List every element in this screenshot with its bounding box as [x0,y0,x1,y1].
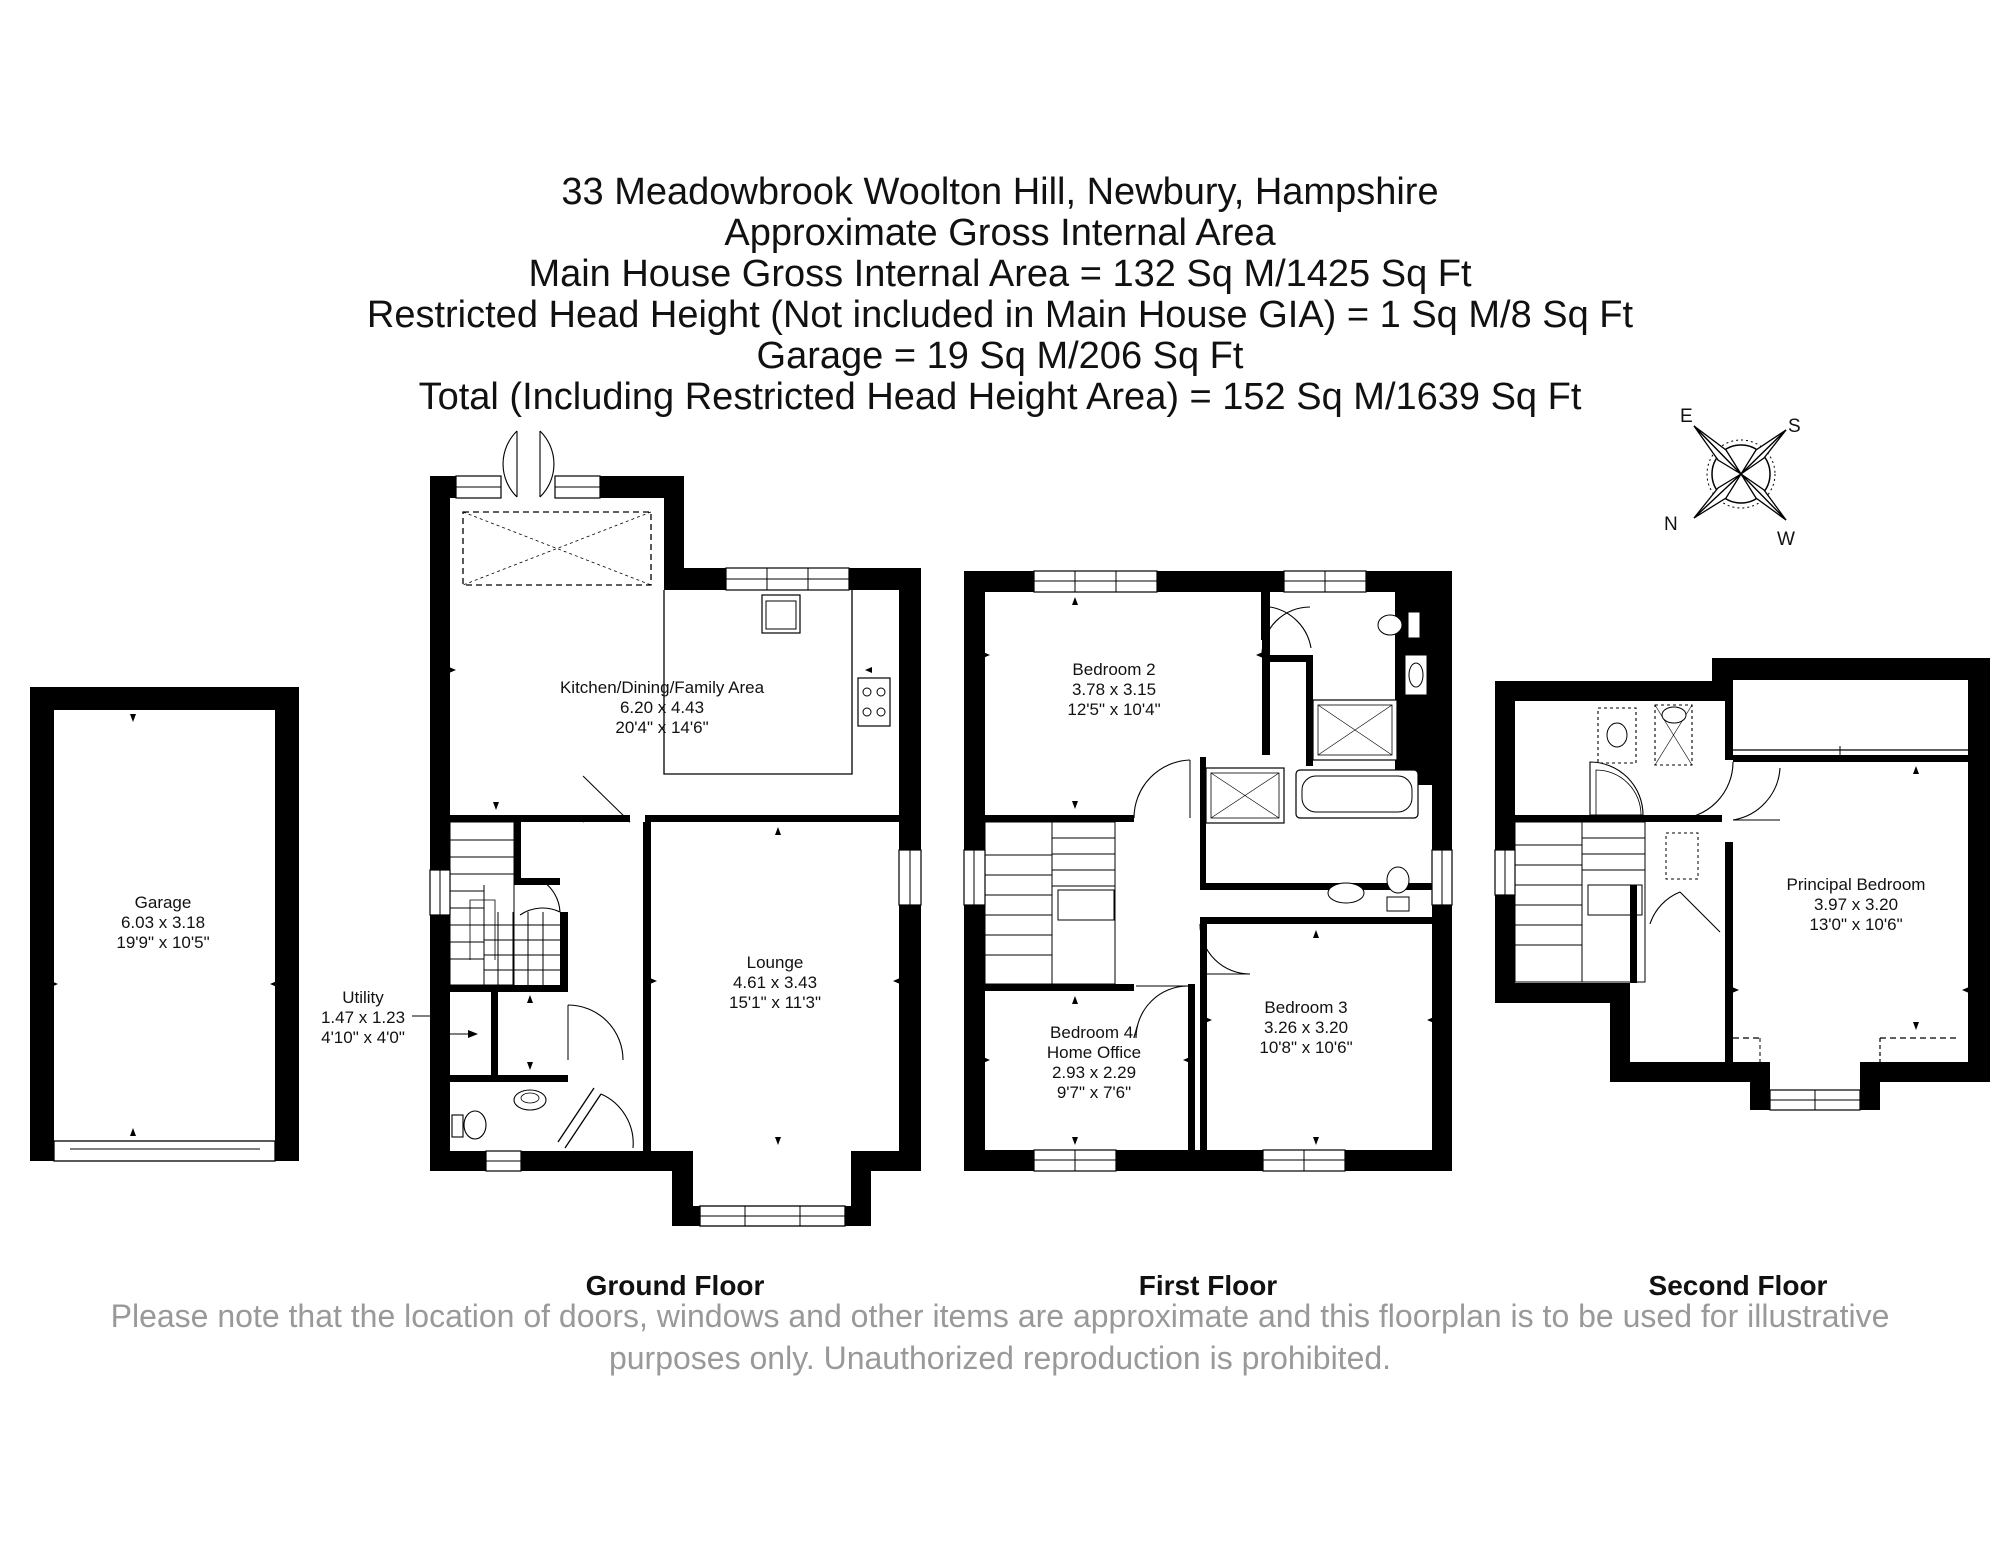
second-floor-label: Second Floor [1648,1270,1828,1301]
room-labels: Garage 6.03 x 3.18 19'9" x 10'5" Utility… [116,660,1925,1102]
bedroom3-metric: 3.26 x 3.20 [1264,1018,1348,1037]
main-house-area: Main House Gross Internal Area = 132 Sq … [528,253,1472,295]
bedroom4-metric: 2.93 x 2.29 [1052,1063,1136,1082]
bedroom4-name-2: Home Office [1047,1043,1141,1062]
compass-south-label: S [1788,416,1801,437]
first-floor-label: First Floor [1138,1270,1278,1301]
ground-floor-plan [412,430,922,1227]
utility-metric: 1.47 x 1.23 [321,1008,405,1027]
compass-north-label: N [1664,514,1678,535]
principal-bedroom-metric: 3.97 x 3.20 [1814,895,1898,914]
disclaimer-line-2: purposes only. Unauthorized reproduction… [608,1340,1392,1376]
compass-east-label: E [1680,406,1693,427]
bedroom2-metric: 3.78 x 3.15 [1072,680,1156,699]
compass-west-label: W [1777,529,1795,550]
kitchen-metric: 6.20 x 4.43 [620,698,704,717]
bedroom2-imperial: 12'5" x 10'4" [1067,700,1160,719]
bedroom4-imperial: 9'7" x 7'6" [1057,1083,1131,1102]
principal-bedroom-imperial: 13'0" x 10'6" [1809,915,1902,934]
kitchen-imperial: 20'4" x 14'6" [615,718,708,737]
restricted-height-area: Restricted Head Height (Not included in … [366,294,1634,336]
disclaimer: Please note that the location of doors, … [0,1295,2000,1379]
total-area: Total (Including Restricted Head Height … [418,376,1582,418]
area-heading: Approximate Gross Internal Area [724,212,1276,254]
bedroom3-name: Bedroom 3 [1264,998,1347,1017]
lounge-metric: 4.61 x 3.43 [733,973,817,992]
disclaimer-line-1: Please note that the location of doors, … [110,1298,1890,1334]
bedroom4-name: Bedroom 4/ [1050,1023,1138,1042]
ground-floor-label: Ground Floor [585,1270,765,1301]
compass-icon: E S N W [1664,406,1801,550]
garage-plan [30,687,299,1162]
kitchen-name: Kitchen/Dining/Family Area [560,678,765,697]
lounge-imperial: 15'1" x 11'3" [729,993,821,1012]
garage-area: Garage = 19 Sq M/206 Sq Ft [756,335,1244,377]
floorplan-header: 33 Meadowbrook Woolton Hill, Newbury, Ha… [0,172,2000,418]
bedroom3-imperial: 10'8" x 10'6" [1259,1038,1352,1057]
utility-name: Utility [342,988,384,1007]
principal-bedroom-name: Principal Bedroom [1787,875,1926,894]
bedroom2-name: Bedroom 2 [1072,660,1155,679]
garage-name: Garage [135,893,192,912]
property-address: 33 Meadowbrook Woolton Hill, Newbury, Ha… [561,171,1439,213]
utility-imperial: 4'10" x 4'0" [321,1028,405,1047]
second-floor-plan [1494,658,1990,1111]
garage-metric: 6.03 x 3.18 [121,913,205,932]
garage-imperial: 19'9" x 10'5" [116,933,209,952]
first-floor-plan [963,570,1453,1172]
lounge-name: Lounge [747,953,804,972]
